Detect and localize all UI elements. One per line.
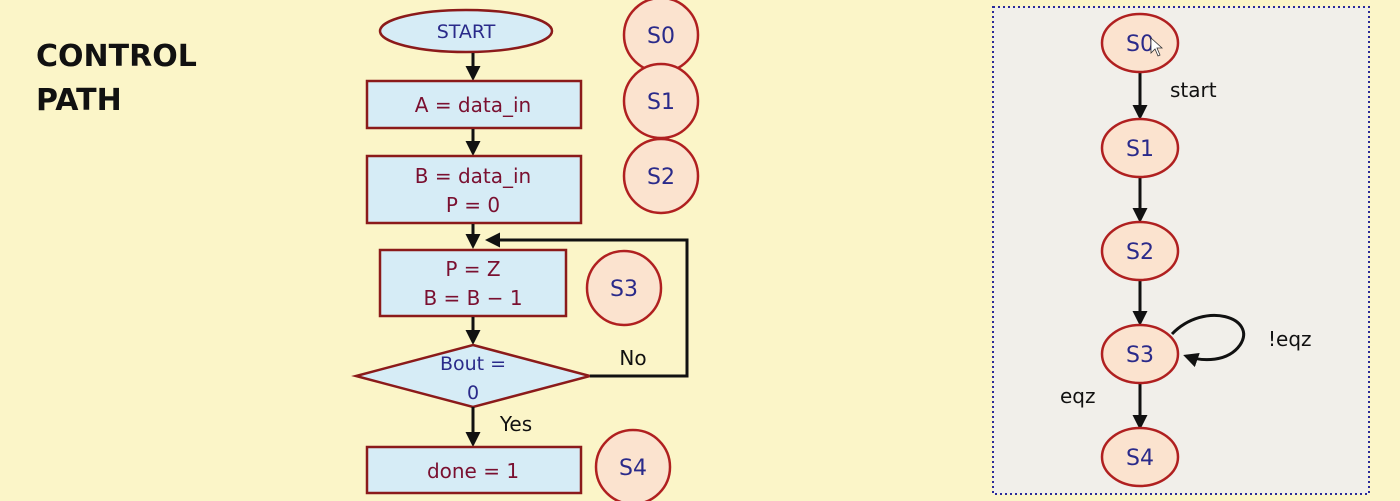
flow-state-tag-s3-label: S3 [610,277,638,302]
state-diagram-panel [992,6,1370,495]
state-node-s2 [1100,220,1180,282]
slide-title-line1: CONTROL [36,39,197,74]
flow-state-tag-s4 [594,428,672,501]
transition-loop-label: !eqz [1268,327,1312,351]
state-node-s4 [1100,426,1180,488]
decision-label-line1: Bout = [440,353,506,375]
slide-title-line2: PATH [36,83,122,118]
transition-eqz-label: eqz [1060,384,1096,408]
state-diagram: start eqz !eqz S0 S1 S2 S3 S4 [992,6,1370,495]
state-node-s2-label: S2 [1126,240,1154,265]
step2-box [365,154,583,225]
mouse-cursor-icon [1150,37,1164,57]
flow-state-tag-s4-label: S4 [619,456,647,481]
step2-label-line2: P = 0 [446,193,500,217]
state-node-s1-label: S1 [1126,137,1154,162]
done-label: done = 1 [427,459,519,483]
flow-state-tag-s3 [585,249,663,327]
yes-branch-label: Yes [499,412,532,436]
no-branch-label: No [619,346,646,370]
state-node-s1 [1100,117,1180,179]
state-node-s4-label: S4 [1126,446,1154,471]
state-node-s3-label: S3 [1126,343,1154,368]
start-terminal [378,8,554,54]
transition-s3-self-loop [1170,313,1246,368]
arrow-no-loop-back [485,232,689,378]
step3-box [378,248,568,318]
state-node-s3 [1100,323,1180,385]
state-node-s0 [1100,12,1180,74]
step1-box [365,79,583,130]
state-node-s0-label: S0 [1126,32,1154,57]
step1-label: A = data_in [415,93,531,117]
done-box [365,445,583,495]
flow-state-tag-s0-label: S0 [647,24,675,49]
flowchart: START A = data_in B = data_in P = 0 P = … [351,0,700,501]
step3-label-line1: P = Z [445,257,500,281]
step2-label-line1: B = data_in [415,164,531,188]
flow-state-tag-s2-label: S2 [647,165,675,190]
flow-state-tag-s2 [622,137,700,215]
flow-state-tag-s1-label: S1 [647,90,675,115]
step3-label-line2: B = B − 1 [423,286,522,310]
transition-start-label: start [1170,78,1217,102]
decision-label-line2: 0 [467,382,479,404]
start-label: START [437,21,496,43]
